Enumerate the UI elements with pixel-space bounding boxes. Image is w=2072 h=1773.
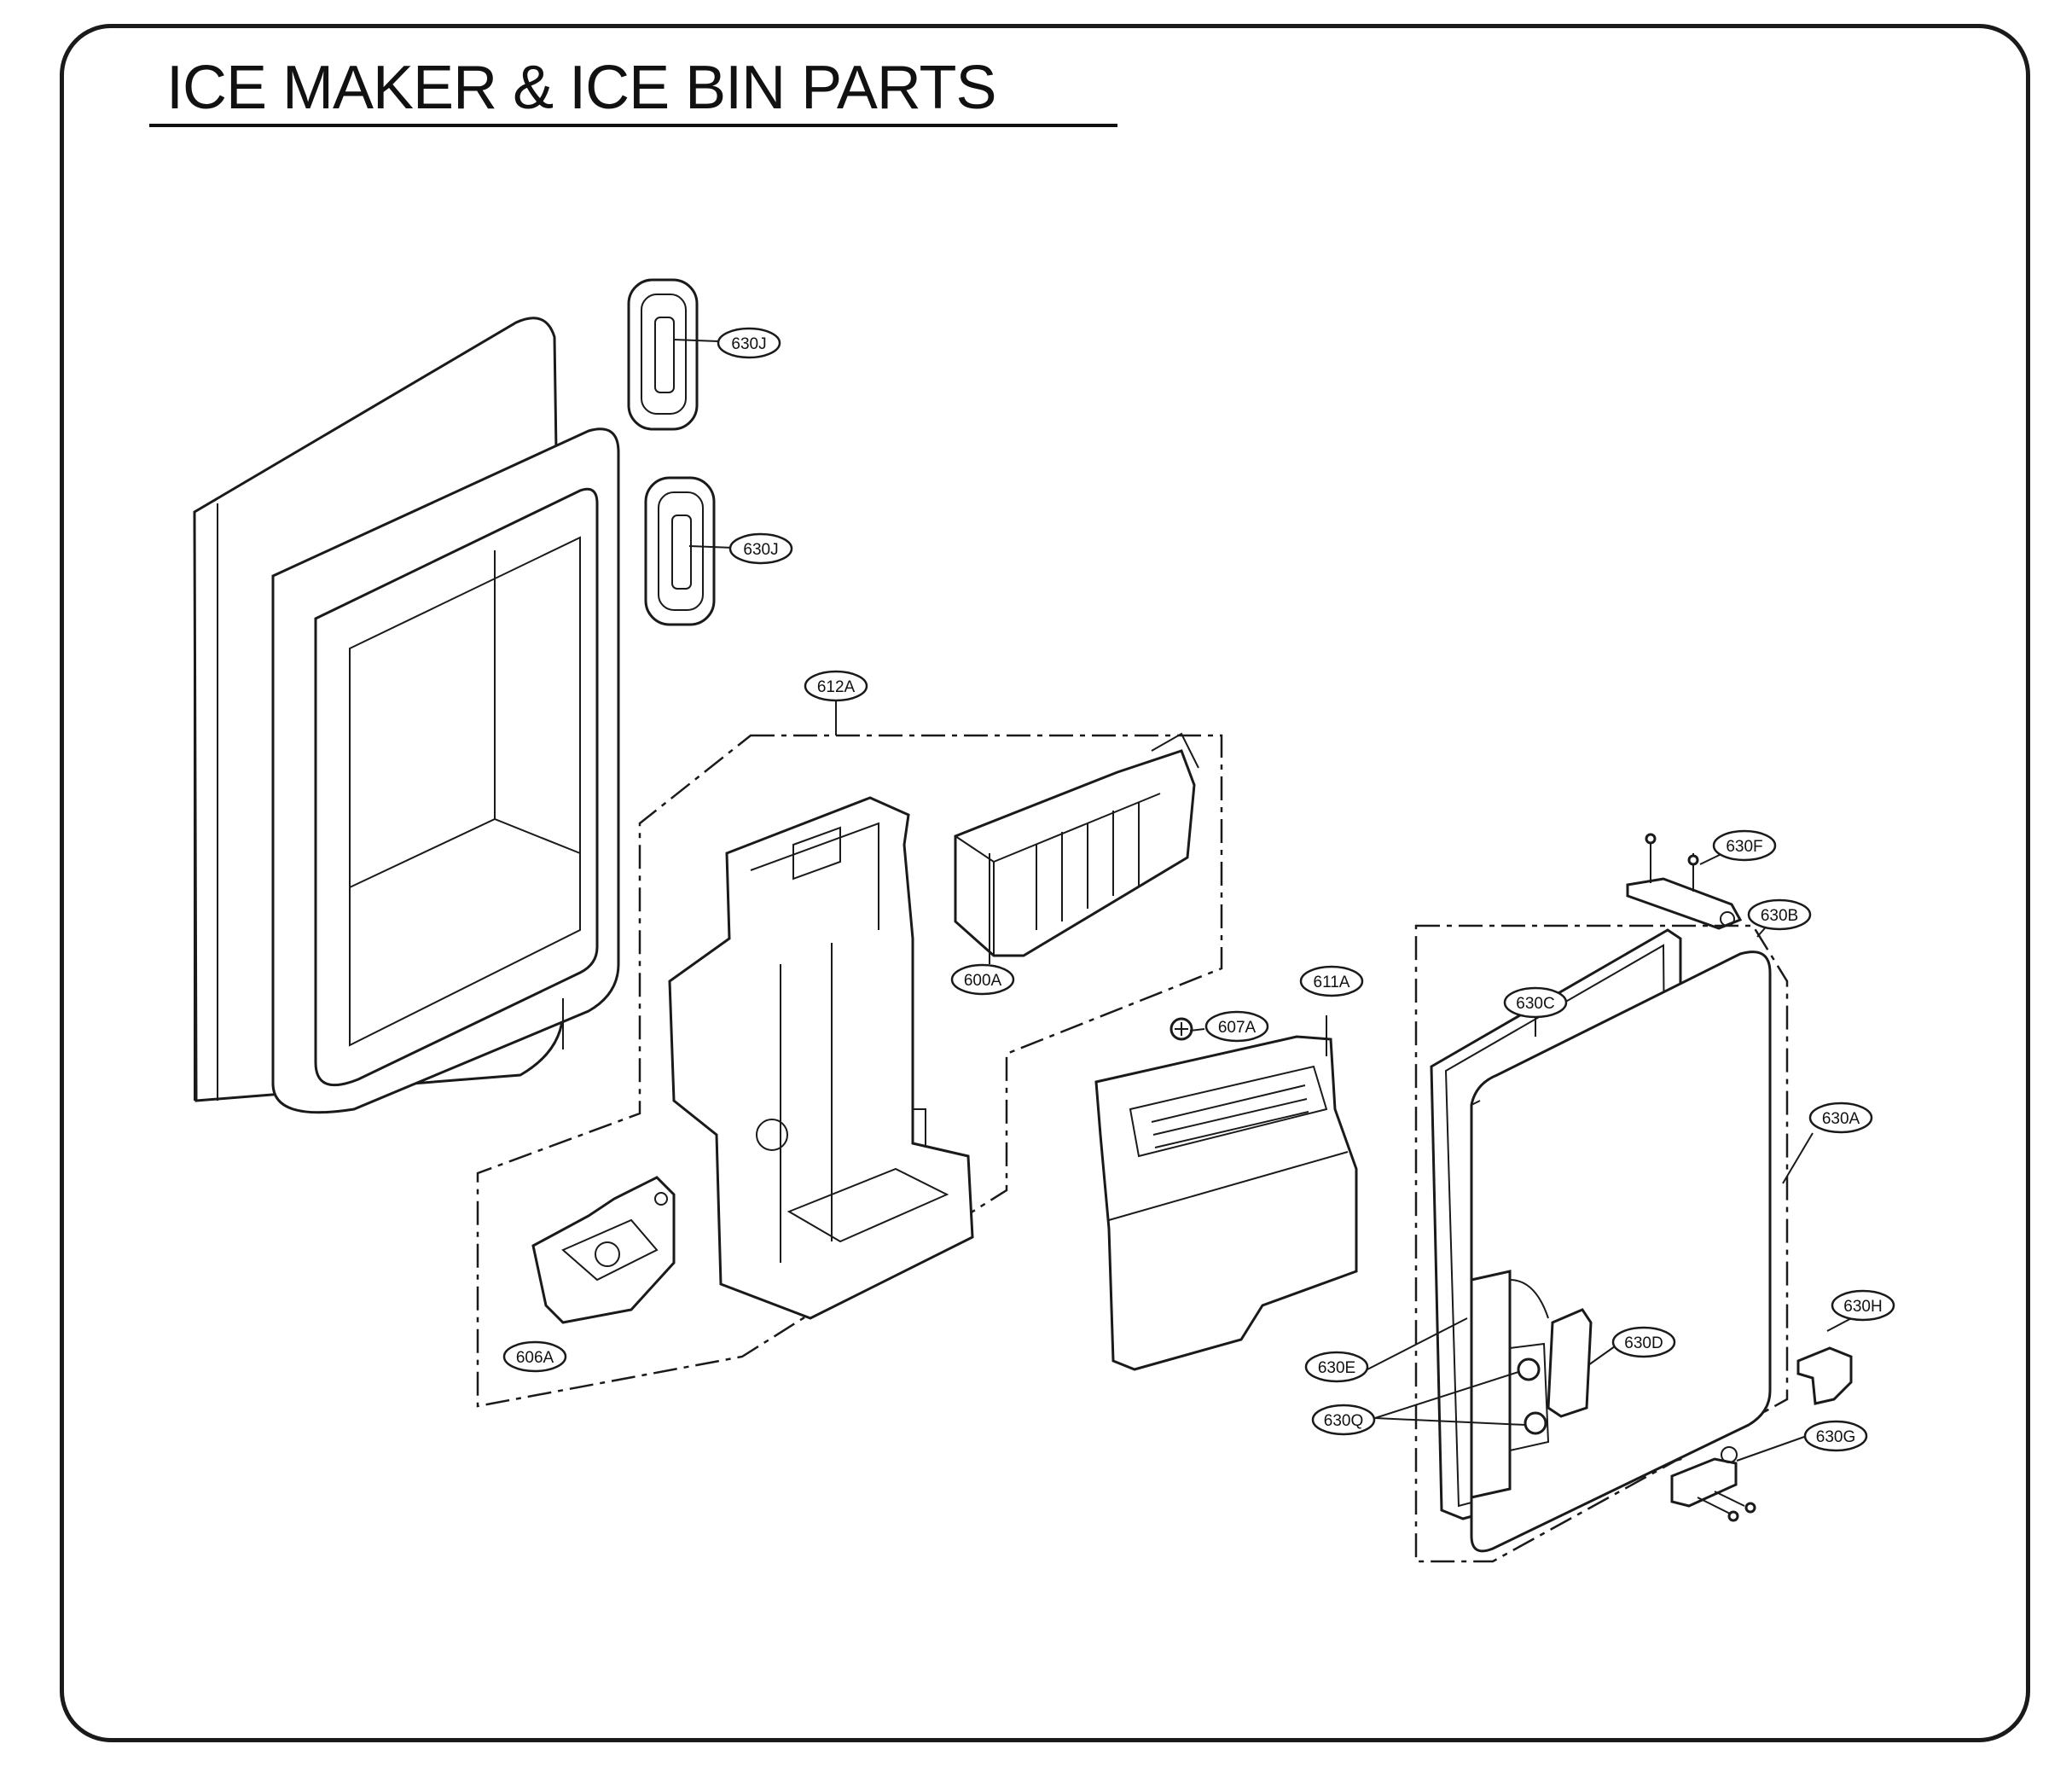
- callout-607A: 607A: [1204, 1010, 1269, 1043]
- callout-label: 630E: [1318, 1359, 1355, 1377]
- callout-label: 630Q: [1324, 1412, 1363, 1430]
- callout-label: 606A: [516, 1349, 554, 1367]
- callout-606A: 606A: [502, 1340, 567, 1373]
- callout-612A: 612A: [804, 670, 868, 702]
- motor-cover-part: [531, 1176, 676, 1324]
- callout-600A: 600A: [950, 963, 1015, 996]
- callout-630J-bottom: 630J: [728, 532, 793, 565]
- callout-630C: 630C: [1503, 986, 1568, 1019]
- gasket-part-top: [627, 278, 699, 431]
- icebin-part: [1094, 1035, 1358, 1371]
- callout-630E: 630E: [1304, 1351, 1369, 1383]
- gasket-part-bottom: [644, 476, 716, 626]
- assembly-boundary-612A: [476, 734, 1223, 1408]
- hinge-bracket-part: [1626, 833, 1743, 930]
- callout-label: 612A: [817, 678, 856, 696]
- callout-label: 630B: [1761, 907, 1798, 925]
- title-underline: [149, 124, 1117, 127]
- callout-label: 630J: [731, 335, 766, 353]
- callout-630B: 630B: [1747, 898, 1812, 931]
- hinge-part-630H: [1796, 1346, 1853, 1405]
- callout-label: 630D: [1624, 1334, 1663, 1352]
- callout-label: 630G: [1816, 1428, 1855, 1446]
- callout-630A: 630A: [1808, 1102, 1873, 1134]
- callout-630H: 630H: [1831, 1289, 1895, 1322]
- page-title: ICE MAKER & ICE BIN PARTS: [166, 54, 997, 122]
- callout-label: 630A: [1822, 1110, 1860, 1128]
- callout-611A: 611A: [1299, 965, 1364, 997]
- callout-630D: 630D: [1611, 1326, 1676, 1358]
- callout-label: 630H: [1843, 1298, 1882, 1316]
- callout-630J-top: 630J: [717, 327, 781, 359]
- callout-630F: 630F: [1712, 829, 1777, 862]
- callout-label: 630J: [743, 541, 778, 559]
- icemaker-part: [954, 732, 1199, 957]
- door-liner-part: [193, 317, 620, 1114]
- callout-630Q: 630Q: [1311, 1404, 1376, 1436]
- door-handle-part: [1470, 1270, 1593, 1499]
- icemaker-bracket-part: [668, 796, 974, 1320]
- callout-label: 611A: [1314, 974, 1350, 991]
- diagram-frame: [60, 24, 2030, 1742]
- callout-630G: 630G: [1803, 1420, 1868, 1452]
- callout-label: 630F: [1726, 838, 1762, 856]
- hinge-part-630G: [1670, 1446, 1756, 1522]
- callout-label: 607A: [1218, 1019, 1257, 1037]
- screw-part-607A: [1169, 1017, 1193, 1041]
- assembly-boundary-630A: [1414, 924, 1789, 1563]
- callout-label: 630C: [1516, 995, 1554, 1013]
- callout-label: 600A: [964, 972, 1002, 990]
